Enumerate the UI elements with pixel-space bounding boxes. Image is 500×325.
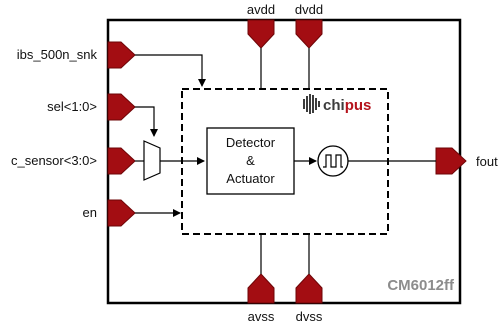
pin-label-ibs-500n-snk: ibs_500n_snk xyxy=(17,47,98,62)
pin-label-dvss: dvss xyxy=(296,309,323,324)
left-pins xyxy=(107,41,136,227)
multiplexer-icon xyxy=(143,140,161,181)
pin-avss-icon xyxy=(247,273,275,304)
pin-fout-icon xyxy=(435,147,467,175)
detector-label-line1: Detector xyxy=(226,135,276,150)
pin-label-avdd: avdd xyxy=(247,2,275,17)
pin-avdd-icon xyxy=(247,19,275,49)
pin-en-icon xyxy=(107,199,136,227)
pin-sel-1-0-icon xyxy=(107,93,136,121)
detector-label-line3: Actuator xyxy=(226,171,275,186)
right-pins xyxy=(435,147,467,175)
logo-text-part2: pus xyxy=(345,97,372,114)
detector-label-line2: & xyxy=(246,153,255,168)
bottom-pins xyxy=(247,273,323,304)
pin-label-dvdd: dvdd xyxy=(295,2,323,17)
pin-label-fout: fout xyxy=(476,154,498,169)
wire-ibs xyxy=(135,54,206,87)
pin-label-avss: avss xyxy=(248,309,275,324)
pin-ibs-500n-snk-icon xyxy=(107,41,136,69)
chipus-logo: chipus xyxy=(303,94,371,114)
logo-text-part1: chi xyxy=(323,97,345,114)
chipus-swirl-icon xyxy=(303,94,320,114)
pin-label-en: en xyxy=(83,205,97,220)
wire-sel xyxy=(135,106,158,137)
square-wave-oscillator-icon xyxy=(317,145,349,177)
svg-text:chipus: chipus xyxy=(323,97,371,114)
pin-label-sel: sel<1:0> xyxy=(47,99,97,114)
pin-dvdd-icon xyxy=(295,19,323,49)
detector-actuator-block xyxy=(206,127,295,195)
top-pins xyxy=(247,19,323,49)
part-number: CM6012ff xyxy=(387,277,455,294)
pin-c-sensor-3-0-icon xyxy=(107,147,136,175)
pin-dvss-icon xyxy=(295,273,323,304)
pin-label-c-sensor: c_sensor<3:0> xyxy=(11,153,97,168)
